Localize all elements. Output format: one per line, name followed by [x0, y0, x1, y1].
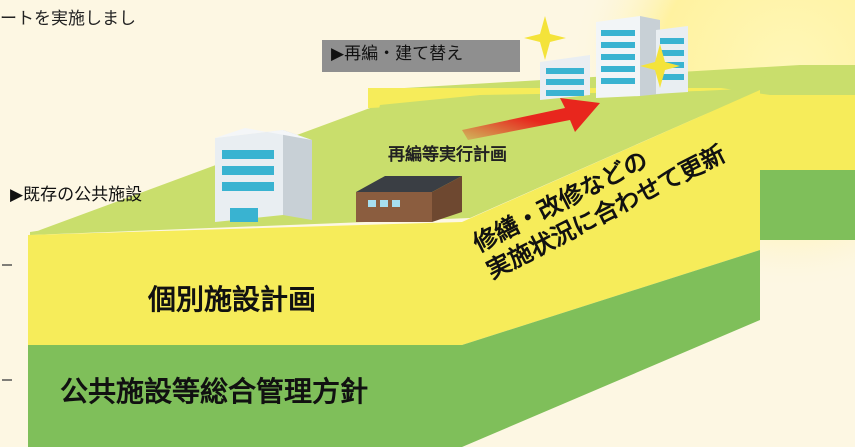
slope-yellow-face [462, 90, 760, 345]
plan-arrow [462, 98, 600, 140]
new-building-cluster-icon [540, 16, 688, 100]
old-house-icon [356, 176, 462, 222]
sparkle-icon [640, 44, 680, 88]
tag-rebuild: ▶再編・建て替え [331, 44, 464, 64]
sparkle-icon [524, 16, 566, 60]
intro-text: ートを実施しまし [0, 9, 136, 29]
arrow-label: 再編等実行計画 [388, 145, 507, 165]
slope-green-face [462, 250, 760, 447]
existing-building-icon [215, 128, 312, 222]
rear-road-upper [322, 40, 520, 72]
layer-general-policy: 公共施設等総合管理方針 [60, 375, 369, 408]
upper-level-side-yellow [740, 78, 855, 170]
yellow-front-face [28, 222, 462, 345]
upper-level-side-green [740, 170, 855, 240]
green-front-face [28, 345, 462, 447]
upper-level-top-right [700, 65, 855, 95]
layer-individual-plan: 個別施設計画 [148, 283, 317, 316]
tag-existing-facilities: ▶既存の公共施設 [10, 185, 143, 205]
